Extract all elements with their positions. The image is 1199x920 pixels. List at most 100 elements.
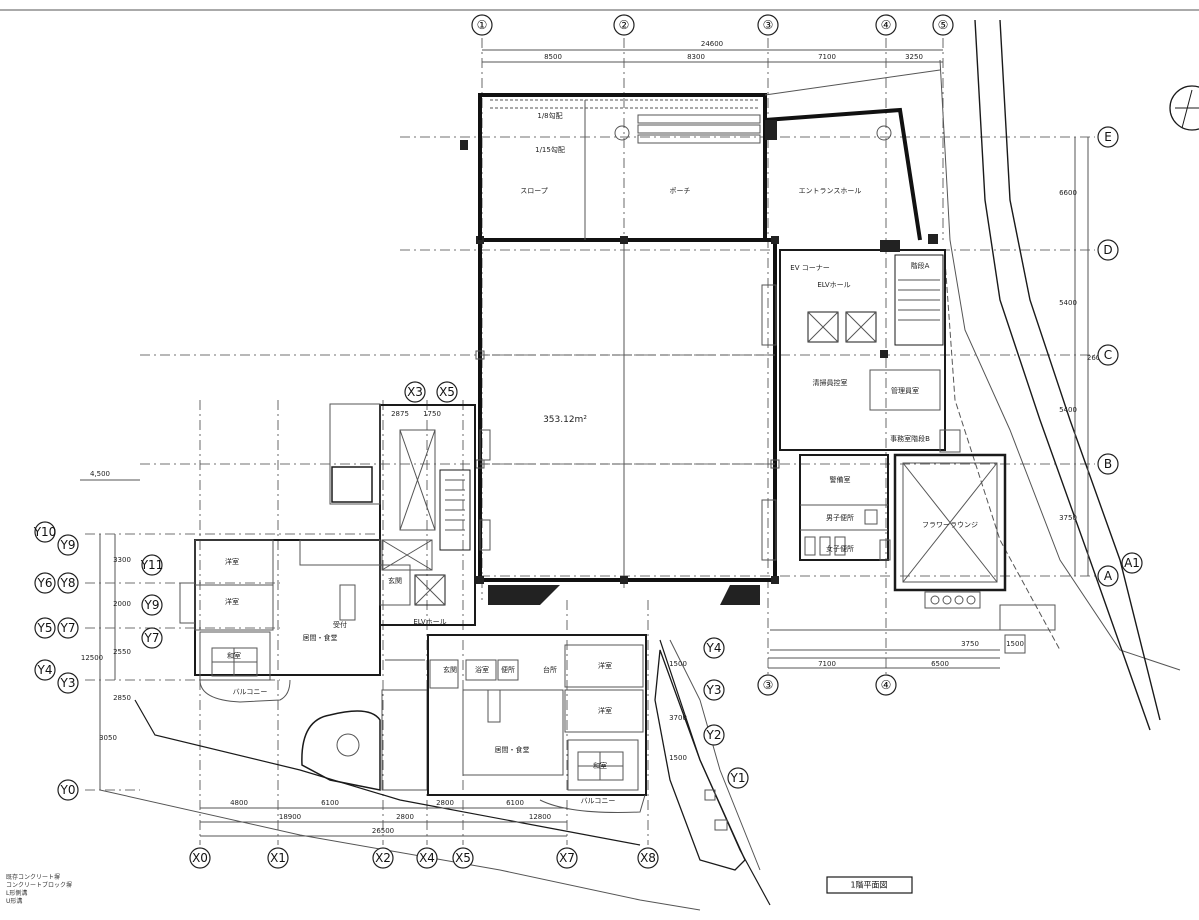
grid-bubble-top-5: ⑤ [932,14,954,36]
dim-top-4: 3250 [905,53,923,61]
grid-bubble-right-d: D [1097,239,1119,261]
room-entry-2: 玄関 [443,665,457,674]
room-wc: 便所 [501,665,515,674]
svg-text:Y5: Y5 [37,621,53,635]
grid-bubble-inner-x3: X3 [404,381,426,403]
label-corner: EV コーナー [790,264,829,272]
dim-right-4: 3750 [1059,514,1077,522]
central-core [329,403,476,626]
svg-text:Y7: Y7 [60,621,76,635]
room-men-wc: 男子便所 [826,513,854,522]
grid-bubble-bottom-x2: X2 [372,847,394,869]
dim-misc-1: 2875 [391,410,409,418]
grid-bubble-top-3: ③ [757,14,779,36]
drawing-title: 1階平面図 [850,880,887,890]
wc-block [799,454,891,561]
flower-lounge [893,453,1007,609]
label-slope-1-8: 1/8勾配 [537,111,562,120]
svg-text:Y11: Y11 [140,558,164,572]
svg-text:Y3: Y3 [60,676,76,690]
grid-bubble-right-b: B [1097,453,1119,475]
svg-text:B: B [1104,457,1112,471]
dim-br-4: 1500 [1006,640,1024,648]
svg-text:X2: X2 [375,851,391,865]
svg-text:Y4: Y4 [706,641,722,655]
svg-text:Y1: Y1 [730,771,746,785]
grid-bubble-left-y7: Y7 [57,617,79,639]
dimensions: 24600 8500 8300 7100 3250 6600 5400 2600… [80,40,1109,837]
room-reception: 受付 [333,620,347,629]
room-women-wc: 女子便所 [826,544,854,553]
svg-text:③: ③ [763,18,774,32]
svg-text:X1: X1 [270,851,286,865]
grid-bubble-right-a: A [1097,565,1119,587]
dim-bottom-total-2: 2800 [396,813,414,821]
grid-bubble-inner-y9: Y9 [141,594,163,616]
dim-right-2: 5400 [1059,299,1077,307]
room-stair-a: 階段A [911,261,930,270]
grid-lines [85,38,1120,845]
svg-text:Y3: Y3 [706,683,722,697]
room-elv-hall-a: ELVホール [413,618,446,626]
svg-text:Y9: Y9 [144,598,160,612]
svg-text:Y0: Y0 [60,783,76,797]
dim-br-2: 6500 [931,660,949,668]
west-unit [179,539,411,703]
service-core [779,234,961,453]
ramp-strip [654,649,746,871]
dim-right-3: 5400 [1059,406,1077,414]
dim-misc-5: 1500 [669,754,687,762]
grid-bubble-left-y6: Y6 [34,572,56,594]
main-hall [475,236,780,605]
svg-text:D: D [1103,243,1112,257]
hall-area-label: 353.12m² [543,415,587,425]
grid-bubble-left-y8: Y8 [57,572,79,594]
room-w4: 洋室 [598,706,612,715]
svg-text:A1: A1 [1124,556,1140,570]
dim-misc-4: 3700 [669,714,687,722]
grid-bubble-top-4: ④ [875,14,897,36]
svg-text:C: C [1104,348,1112,362]
room-j1: 和室 [227,651,241,660]
svg-text:②: ② [619,18,630,32]
svg-text:Y2: Y2 [706,728,722,742]
dim-br-3: 3750 [961,640,979,648]
dim-left-4: 2850 [113,694,131,702]
grid-bubble-right-e: E [1097,126,1119,148]
dim-left-1: 3300 [113,556,131,564]
dim-bottom-1: 4800 [230,799,248,807]
grid-bubble-inner-y2: Y2 [703,724,725,746]
legend-item-4: U形溝 [6,897,22,905]
dim-bottom-4: 6100 [506,799,524,807]
grid-bubble-bottom-x0: X0 [189,847,211,869]
grid-bubble-right-a1: A1 [1121,552,1143,574]
dim-right-1: 6600 [1059,189,1077,197]
room-entry-1: 玄関 [388,576,402,585]
svg-text:④: ④ [881,678,892,692]
room-w1: 洋室 [225,557,239,566]
title-box: 1階平面図 [826,876,913,894]
grid-bubble-inner-y3: Y3 [703,679,725,701]
east-blocks [770,604,1056,654]
dim-top-total: 24600 [701,40,723,48]
grid-bubble-bottom-x4: X4 [416,847,438,869]
room-w3: 洋室 [598,661,612,670]
dim-bottom-total-1: 18900 [279,813,301,821]
dim-bottom-3: 2800 [436,799,454,807]
grid-bubble-left-y10: Y10 [33,521,56,543]
dim-misc-2: 1750 [423,410,441,418]
grid-bubble-bottom-x8: X8 [637,847,659,869]
room-living-1: 居間・食堂 [303,633,338,642]
room-living-2: 居間・食堂 [495,745,530,754]
svg-text:X7: X7 [559,851,575,865]
legend-item-3: L形側溝 [6,889,27,897]
grid-bubble-top-1: ① [471,14,493,36]
svg-text:X8: X8 [640,851,656,865]
grid-bubble-bottom-x7: X7 [556,847,578,869]
legend: 既存コンクリート塀 コンクリートブロック塀 L形側溝 U形溝 [6,873,72,905]
legend-item-2: コンクリートブロック塀 [6,881,72,889]
grid-bubble-left-y5: Y5 [34,617,56,639]
grid-bubble-right-c: C [1097,344,1119,366]
label-slope-1-15: 1/15勾配 [535,145,565,154]
svg-text:④: ④ [881,18,892,32]
